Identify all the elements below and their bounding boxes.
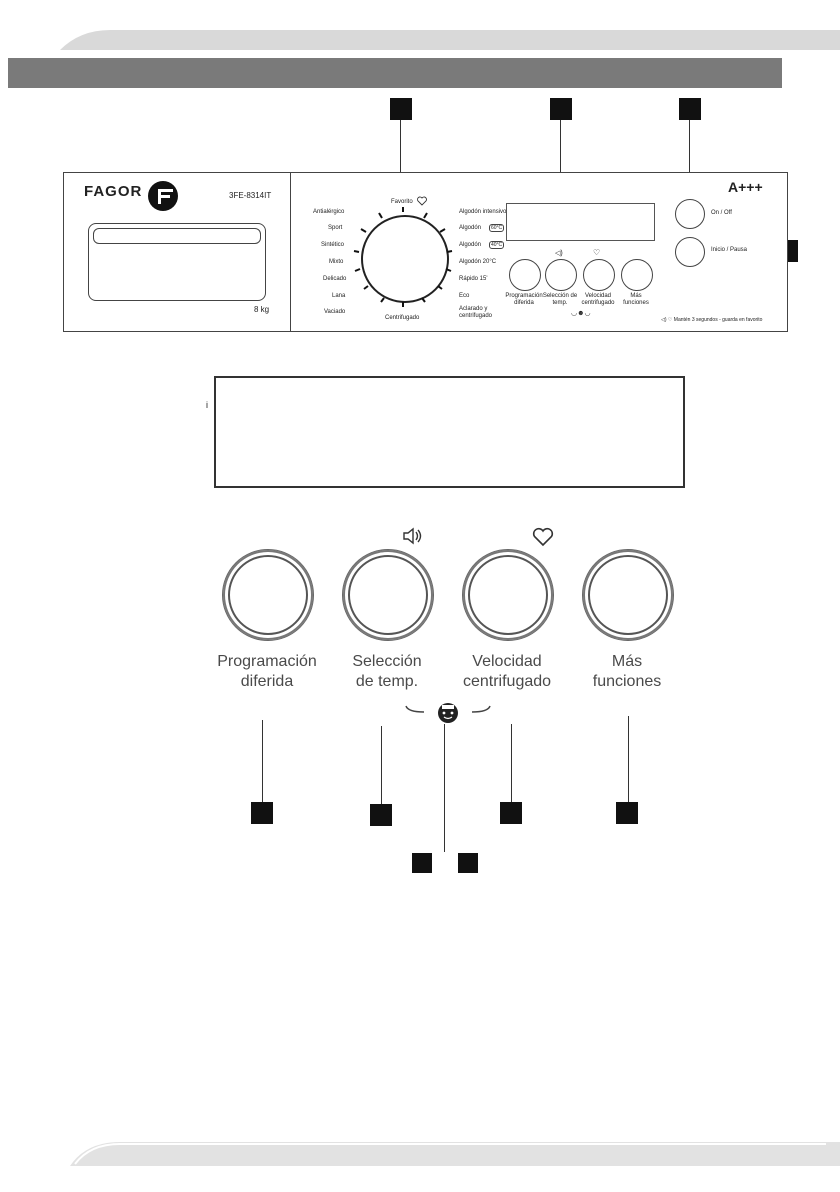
program-label: Algodón	[459, 242, 482, 248]
display-detail	[214, 376, 685, 488]
leader-line	[262, 720, 263, 802]
start-pause-button[interactable]	[675, 237, 705, 267]
program-label: Sintético	[321, 242, 345, 248]
callout-marker-dial	[390, 98, 412, 120]
start-pause-label: Inicio / Pausa	[711, 247, 748, 253]
leader-line	[511, 724, 512, 802]
on-off-label: On / Off	[711, 210, 732, 216]
button-label: Selección de temp.	[352, 653, 422, 690]
temperature-tag: 40°C	[489, 241, 505, 249]
display-mark: i	[206, 400, 208, 410]
button-caption: Velocidad centrifugado	[581, 293, 615, 306]
program-label: Sport	[328, 225, 343, 231]
section-header-bar	[8, 58, 782, 88]
leader-line	[560, 120, 561, 205]
speaker-icon	[403, 527, 422, 545]
centrifugado-label: Centrifugado	[385, 315, 420, 321]
button-label: Programación diferida	[217, 653, 317, 690]
program-selector-dial[interactable]	[361, 215, 449, 303]
heart-icon	[532, 527, 554, 547]
leader-line	[628, 716, 629, 802]
program-label: Delicado	[323, 276, 347, 282]
leader-line	[381, 726, 382, 804]
callout-marker-more-functions	[616, 802, 638, 824]
program-label: Rápido 15'	[459, 276, 488, 282]
program-label: Vaciado	[324, 309, 346, 315]
callout-marker-spin-speed	[500, 802, 522, 824]
button-label: Velocidad centrifugado	[462, 653, 552, 690]
temperature-button[interactable]	[545, 259, 577, 291]
button-caption: Programación diferida	[505, 293, 543, 306]
callout-marker-temperature	[370, 804, 392, 826]
program-label: Aclarado y centrifugado	[459, 306, 493, 319]
favorite-label: Favorito	[391, 199, 413, 205]
child-lock-icon: ◡☻◡	[571, 310, 591, 317]
button-caption: Selección de temp.	[542, 293, 578, 306]
delayed-start-button[interactable]	[509, 259, 541, 291]
spin-speed-button[interactable]	[462, 549, 554, 641]
control-panel: Favorito Antialérgico Sport Sintético Mi…	[290, 172, 788, 332]
leader-line	[689, 120, 690, 202]
program-label: Algodón 20°C	[459, 259, 497, 265]
temperature-button[interactable]	[342, 549, 434, 641]
brand-logo-icon	[148, 181, 178, 211]
program-label: Algodón	[459, 225, 482, 231]
dial-ticks	[353, 207, 453, 307]
program-label: Eco	[459, 293, 470, 299]
heart-icon: ♡	[593, 248, 601, 257]
child-lock-icon	[405, 703, 491, 723]
callout-marker-onoff	[679, 98, 701, 120]
energy-class-label: A+++	[728, 179, 763, 195]
model-label: 3FE-8314IT	[229, 191, 272, 200]
program-label: Antialérgico	[313, 209, 345, 215]
on-off-button[interactable]	[675, 199, 705, 229]
detergent-drawer-panel: FAGOR 3FE-8314IT 8 kg	[63, 172, 291, 332]
brand-logo-text: FAGOR	[84, 183, 143, 200]
callout-marker-child-lock-left	[412, 853, 432, 873]
program-label: Mixto	[329, 259, 344, 265]
callout-marker-child-lock-right	[458, 853, 478, 873]
callout-marker-delayed-start	[251, 802, 273, 824]
more-functions-button[interactable]	[582, 549, 674, 641]
callout-marker-display	[550, 98, 572, 120]
leader-line	[444, 724, 445, 852]
leader-line	[400, 120, 401, 210]
drawer-handle[interactable]	[88, 223, 266, 301]
more-functions-button[interactable]	[621, 259, 653, 291]
heart-icon	[417, 196, 427, 206]
program-label: Algodón intensivo	[459, 209, 507, 215]
program-label: Lana	[332, 293, 346, 299]
temperature-tag: 60°C	[489, 224, 505, 232]
favorite-hint: ◁) ♡ Mantén 3 segundos - guarda en favor…	[661, 317, 763, 323]
page-footer-decoration	[70, 1142, 840, 1166]
capacity-label: 8 kg	[254, 305, 270, 314]
button-label: Más funciones	[592, 653, 662, 690]
delayed-start-button[interactable]	[222, 549, 314, 641]
speaker-icon: ◁)	[555, 250, 563, 257]
lcd-display	[506, 203, 655, 241]
spin-speed-button[interactable]	[583, 259, 615, 291]
page-header-decoration	[60, 30, 840, 50]
button-caption: Más funciones	[623, 293, 649, 306]
